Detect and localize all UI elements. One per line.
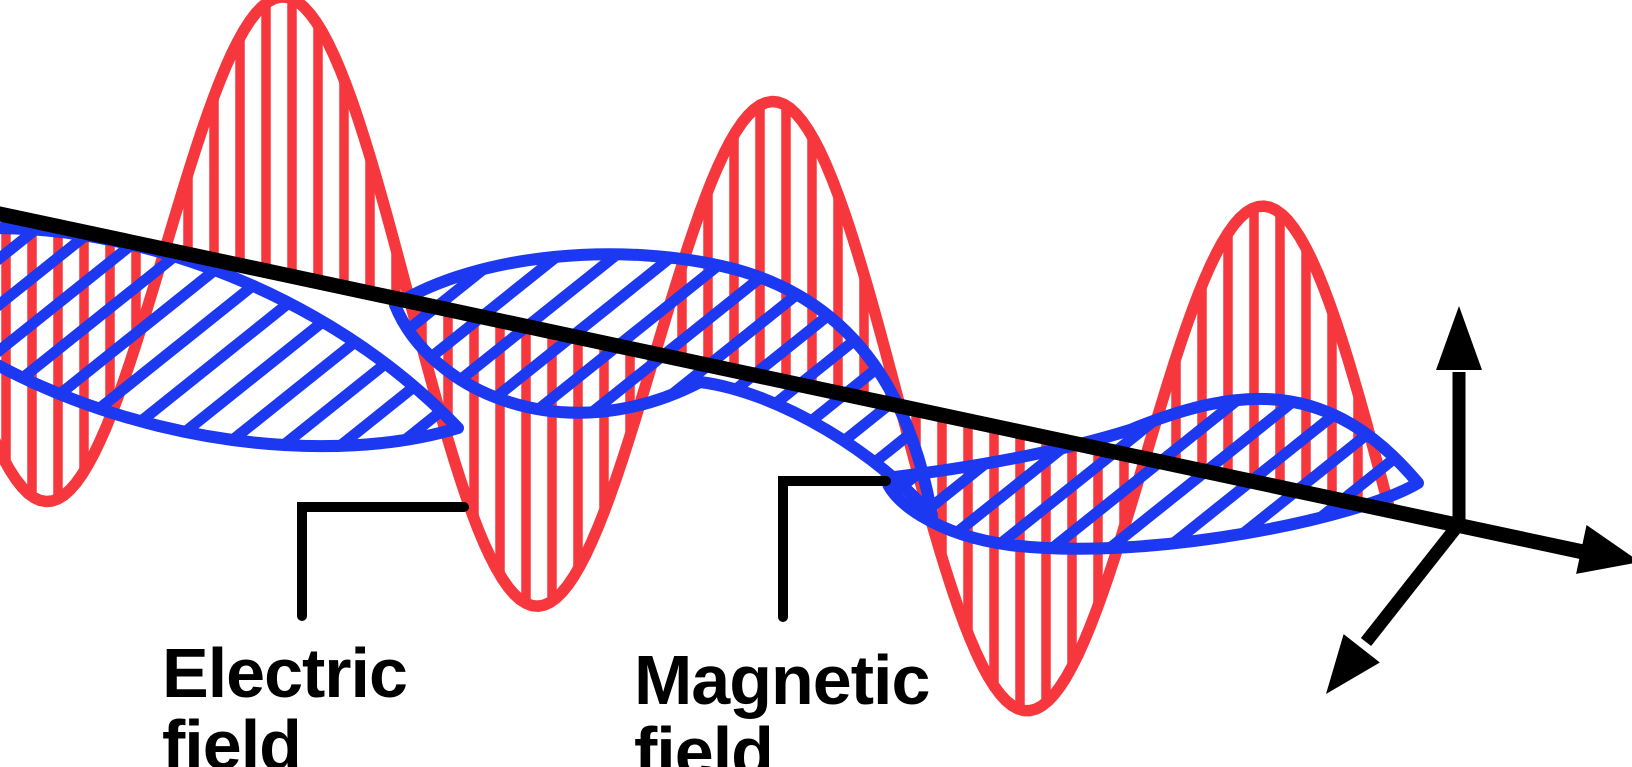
magnetic-axis-arrow-shaft [1360, 519, 1465, 647]
magnetic-axis-arrowhead [1326, 634, 1380, 694]
magnetic-hatch-line [395, 254, 932, 423]
magnetic-hatch-group [886, 398, 1418, 549]
electric-axis-arrowhead [1436, 306, 1482, 370]
magnetic-hatch-line [886, 398, 1418, 549]
magnetic-hatch-line [0, 228, 458, 331]
magnetic-hatch-line [395, 285, 932, 517]
magnetic-lobe-outline [0, 222, 464, 453]
electric-field-label: Electric field [162, 634, 408, 767]
propagation-axis-line [0, 206, 1598, 563]
electric-field-label-line2: field [162, 706, 302, 767]
electric-field-label-line1: Electric [162, 634, 408, 712]
magnetic-hatch-line [0, 313, 458, 447]
magnetic-hatch-line [886, 398, 1418, 549]
magnetic-hatch-line [0, 228, 458, 447]
magnetic-hatch-line [395, 331, 932, 517]
magnetic-callout-line [778, 476, 891, 622]
magnetic-hatch-line [0, 228, 458, 447]
magnetic-hatch-line [886, 401, 1418, 549]
magnetic-field-label-line1: Magnetic [634, 641, 930, 719]
magnetic-hatch-line [395, 254, 932, 377]
magnetic-hatch-line [0, 228, 458, 447]
magnetic-field-label: Magnetic field [634, 641, 930, 767]
magnetic-field-label-line2: field [634, 713, 774, 767]
axis-and-annotations [0, 206, 1632, 694]
magnetic-hatch-line [886, 398, 1418, 549]
electric-callout-line [297, 502, 469, 621]
propagation-arrowhead [1576, 525, 1632, 574]
magnetic-hatch-line [0, 228, 458, 447]
